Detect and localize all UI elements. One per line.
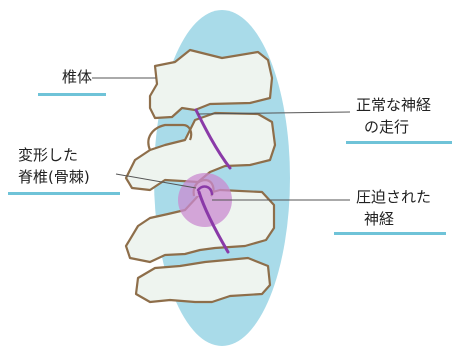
label-normal-nerve: 正常な神経 の走行: [356, 94, 431, 138]
underline-deformed-spine: [8, 192, 120, 195]
label-compressed-nerve-line1: 圧迫された: [356, 186, 431, 208]
underline-normal-nerve: [346, 141, 452, 144]
label-compressed-nerve: 圧迫された 神経: [356, 186, 431, 230]
underline-compressed-nerve: [334, 232, 446, 235]
underline-vertebral-body: [38, 93, 106, 96]
label-deformed-spine: 変形した 脊椎(骨棘): [18, 144, 90, 188]
label-compressed-nerve-line2: 神経: [356, 208, 431, 230]
label-normal-nerve-line1: 正常な神経: [356, 94, 431, 116]
label-vertebral-body-text: 椎体: [62, 66, 92, 88]
label-deformed-spine-line2: 脊椎(骨棘): [18, 166, 90, 188]
label-normal-nerve-line2: の走行: [356, 116, 431, 138]
bottom-vertebra: [136, 258, 270, 302]
label-vertebral-body: 椎体: [62, 66, 92, 88]
label-deformed-spine-line1: 変形した: [18, 144, 90, 166]
